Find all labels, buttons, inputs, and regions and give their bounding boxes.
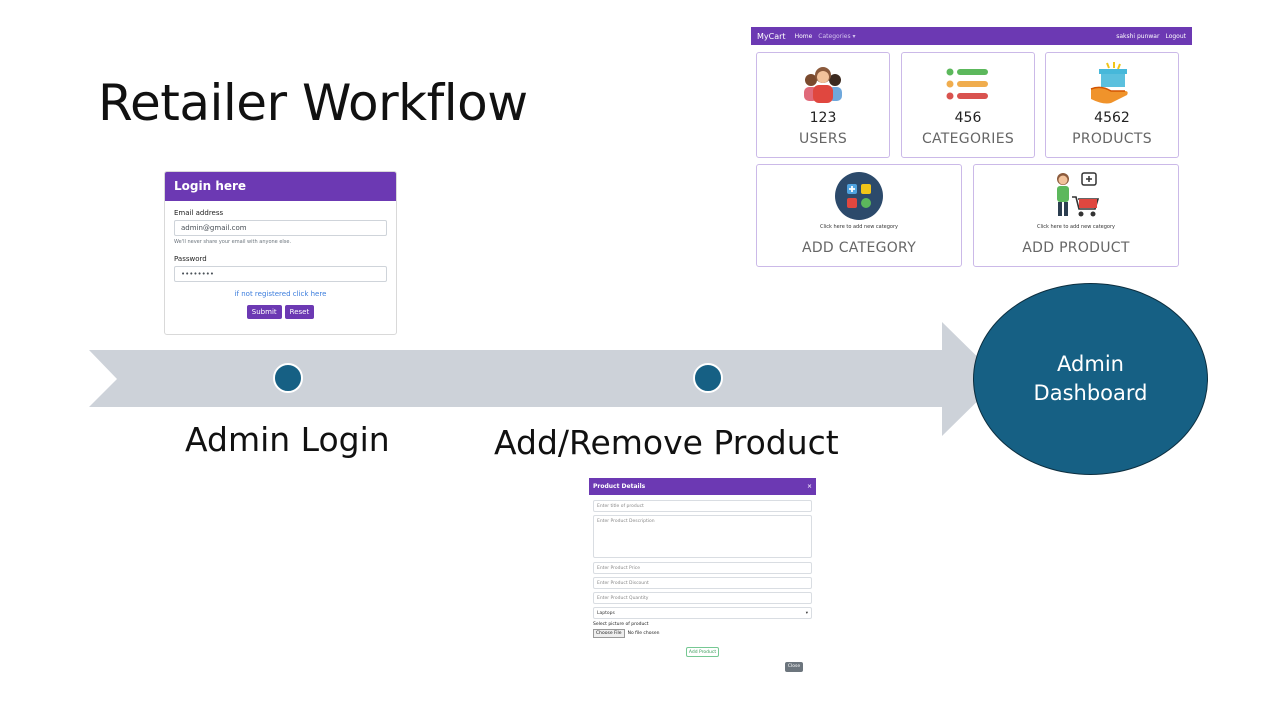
- timeline-node-login: [273, 363, 303, 393]
- nav-user-name[interactable]: sakshi punwar: [1116, 32, 1160, 40]
- admin-dashboard-node: Admin Dashboard: [973, 283, 1208, 475]
- add-product-card[interactable]: Click here to add new category ADD PRODU…: [973, 164, 1179, 267]
- add-category-hint: Click here to add new category: [820, 224, 898, 230]
- add-product-button[interactable]: Add Product: [686, 647, 719, 657]
- products-count: 4562: [1094, 110, 1130, 126]
- close-button[interactable]: Close: [785, 662, 803, 672]
- categories-stat-card[interactable]: 456 CATEGORIES: [901, 52, 1035, 158]
- login-screenshot: Login here Email address admin@gmail.com…: [164, 171, 397, 335]
- categories-count: 456: [954, 110, 982, 126]
- add-category-label: ADD CATEGORY: [801, 240, 917, 256]
- choose-file-button[interactable]: Choose File: [593, 629, 625, 638]
- close-icon[interactable]: ×: [806, 483, 812, 490]
- list-icon: [946, 68, 988, 100]
- products-label: PRODUCTS: [1072, 131, 1152, 147]
- submit-button[interactable]: Submit: [246, 305, 282, 319]
- product-details-header: Product Details ×: [589, 478, 816, 495]
- email-help-text: We'll never share your email with anyone…: [174, 239, 292, 245]
- email-field[interactable]: admin@gmail.com: [174, 220, 387, 236]
- password-label: Password: [174, 255, 207, 263]
- product-category-select[interactable]: Laptops ▾: [593, 607, 812, 619]
- file-status: No file chosen: [627, 631, 660, 636]
- brand-logo[interactable]: MyCart: [757, 31, 786, 41]
- shopper-cart-icon: [1057, 172, 1100, 217]
- nav-home-link[interactable]: Home: [794, 32, 813, 40]
- users-stat-card[interactable]: 123 USERS: [756, 52, 890, 158]
- product-quantity-input[interactable]: Enter Product Quantity: [593, 592, 812, 604]
- users-icon: [804, 67, 842, 103]
- password-field[interactable]: ••••••••: [174, 266, 387, 282]
- timeline-arrow-body: [89, 322, 1000, 436]
- register-link[interactable]: if not registered click here: [234, 290, 327, 298]
- product-description-input[interactable]: Enter Product Description: [593, 515, 812, 558]
- nav-logout-link[interactable]: Logout: [1165, 32, 1186, 40]
- add-product-hint: Click here to add new category: [1037, 224, 1115, 230]
- add-category-card[interactable]: Click here to add new category ADD CATEG…: [756, 164, 962, 267]
- product-discount-input[interactable]: Enter Product Discount: [593, 577, 812, 589]
- admin-dashboard-label: Admin Dashboard: [1033, 352, 1148, 405]
- categories-label: CATEGORIES: [921, 131, 1015, 147]
- product-category-value: Laptops: [597, 611, 615, 616]
- nav-categories-dropdown[interactable]: Categories ▾: [818, 32, 856, 40]
- product-details-title: Product Details: [593, 483, 646, 490]
- products-stat-card[interactable]: 4562 PRODUCTS: [1045, 52, 1179, 158]
- dashboard-navbar: MyCart Home Categories ▾ sakshi punwar L…: [751, 27, 1192, 45]
- product-price-input[interactable]: Enter Product Price: [593, 562, 812, 574]
- picture-label: Select picture of product: [593, 622, 649, 627]
- product-box-icon: [1090, 62, 1128, 104]
- add-product-label: ADD PRODUCT: [1022, 240, 1130, 256]
- reset-button[interactable]: Reset: [284, 305, 315, 319]
- product-details-screenshot: Product Details × Enter title of product…: [589, 478, 816, 677]
- slide-title: Retailer Workflow: [98, 74, 528, 132]
- email-label: Email address: [174, 209, 224, 217]
- dashboard-screenshot: MyCart Home Categories ▾ sakshi punwar L…: [751, 27, 1192, 271]
- category-grid-icon: [835, 172, 883, 220]
- product-title-input[interactable]: Enter title of product: [593, 500, 812, 512]
- step-label-add-remove-product: Add/Remove Product: [494, 423, 839, 462]
- timeline-node-product: [693, 363, 723, 393]
- step-label-admin-login: Admin Login: [185, 420, 390, 459]
- users-label: USERS: [798, 131, 848, 147]
- file-picker: Choose File No file chosen: [593, 629, 812, 638]
- users-count: 123: [809, 110, 837, 126]
- login-header: Login here: [165, 172, 396, 201]
- chevron-down-icon: ▾: [805, 611, 808, 616]
